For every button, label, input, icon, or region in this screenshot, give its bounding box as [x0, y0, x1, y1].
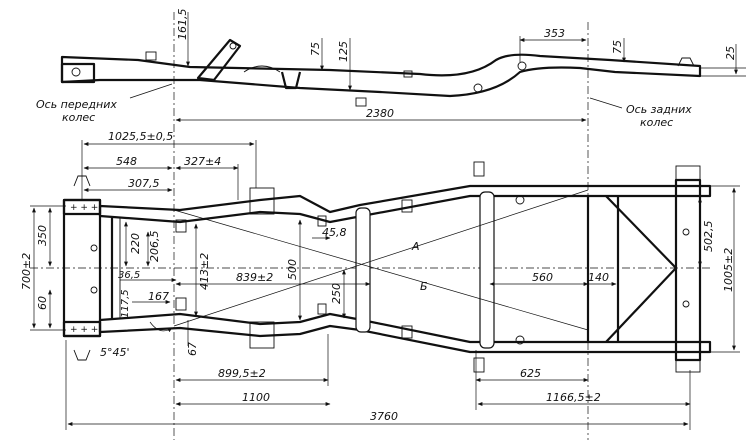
front-axle-label-1: Ось передних [36, 98, 117, 111]
dim-3760: 3760 [370, 410, 398, 423]
diag-label-a: А [411, 240, 420, 253]
dim-1025-5: 1025,5±0,5 [108, 130, 173, 143]
dim-413: 413±2 [198, 253, 211, 290]
dim-60: 60 [36, 296, 49, 310]
dim-353: 353 [544, 27, 565, 40]
bolt-icon [229, 42, 237, 50]
bolt-icon [473, 83, 483, 93]
dim-25: 25 [724, 46, 737, 60]
rear-cross-member [674, 178, 702, 362]
front-hook [73, 349, 91, 361]
dim-220: 220 [129, 233, 142, 254]
dim-140: 140 [588, 271, 609, 284]
mount-pad [401, 199, 413, 213]
diagonal-b [173, 189, 589, 327]
rear-hanger [677, 57, 695, 67]
dim-161-5: 161,5 [176, 9, 189, 41]
dim-500: 500 [286, 259, 299, 280]
mount-pad [401, 325, 413, 339]
dim-206-5: 206,5 [148, 231, 161, 263]
dim-307-5: 307,5 [128, 177, 160, 190]
dim-67: 67 [186, 342, 199, 356]
bolt-icon [515, 335, 525, 345]
dim-839-5: 839±2 [236, 271, 273, 284]
rear-axle-label-2: колес [640, 116, 673, 129]
upper-side-rail [98, 184, 712, 224]
bolt-icon [682, 228, 690, 236]
bolt-icon [90, 286, 98, 294]
dim-625: 625 [520, 367, 541, 380]
mount-pad [473, 161, 485, 177]
dim-899-5: 899,5±2 [218, 367, 266, 380]
rear-mount-bottom [675, 351, 701, 373]
side-view: 161,5 75 125 353 75 25 2380 Ось передних… [36, 9, 746, 440]
dim-167: 167 [148, 290, 169, 303]
mount-pad [355, 97, 367, 107]
svg-text:+ + +: + + + [70, 203, 98, 213]
rear-axle-label-1: Ось задних [626, 103, 692, 116]
mount-pad [175, 297, 187, 311]
cross-member-2 [479, 191, 495, 349]
dim-75-rear: 75 [611, 40, 624, 54]
bolt-icon [682, 300, 690, 308]
spring-clip [243, 65, 281, 73]
bolt-icon [90, 244, 98, 252]
dim-5-45: 5°45' [100, 346, 130, 359]
diag-label-b: Б [420, 280, 428, 293]
diagonal-a [173, 209, 589, 331]
dim-45-8: 45,8 [322, 226, 347, 239]
mount-pad [145, 51, 157, 61]
front-axle-label-2: колес [62, 111, 95, 124]
spring-u-bolt [280, 71, 302, 90]
dim-1100: 1100 [242, 391, 270, 404]
bracket-icon [249, 321, 275, 349]
side-rail [60, 53, 702, 98]
dim-125: 125 [337, 41, 350, 62]
bolt-icon [517, 61, 527, 71]
rear-brace-a [605, 195, 677, 269]
dim-250: 250 [330, 283, 343, 304]
rear-mount-top [675, 165, 701, 187]
dim-2380: 2380 [366, 107, 394, 120]
dim-75-front: 75 [309, 42, 322, 56]
plan-view: + + + + + + [20, 130, 740, 430]
dim-548: 548 [116, 155, 137, 168]
dim-700: 700±2 [20, 253, 33, 290]
bolt-icon [71, 67, 81, 77]
dim-1166-5: 1166,5±2 [546, 391, 601, 404]
rear-brace-b [605, 267, 677, 343]
dim-117-5: 117,5 [120, 289, 131, 318]
dim-36-5: 36,5 [118, 270, 140, 281]
dim-350: 350 [36, 225, 49, 246]
spring-bracket [196, 38, 242, 82]
mount-pad [317, 303, 327, 315]
mount-pad [403, 70, 413, 78]
front-bumper-side [60, 62, 96, 84]
cross-member-1 [355, 207, 371, 333]
dim-327: 327±4 [184, 155, 221, 168]
dim-560: 560 [532, 271, 553, 284]
bolt-icon [515, 195, 525, 205]
mount-pad [175, 219, 187, 233]
mount-pad [317, 215, 327, 227]
dim-1005: 1005±2 [722, 248, 735, 292]
mount-pad [473, 357, 485, 373]
svg-text:+ + +: + + + [70, 325, 98, 335]
dim-502-5: 502,5 [702, 221, 715, 253]
bracket-icon [249, 187, 275, 215]
